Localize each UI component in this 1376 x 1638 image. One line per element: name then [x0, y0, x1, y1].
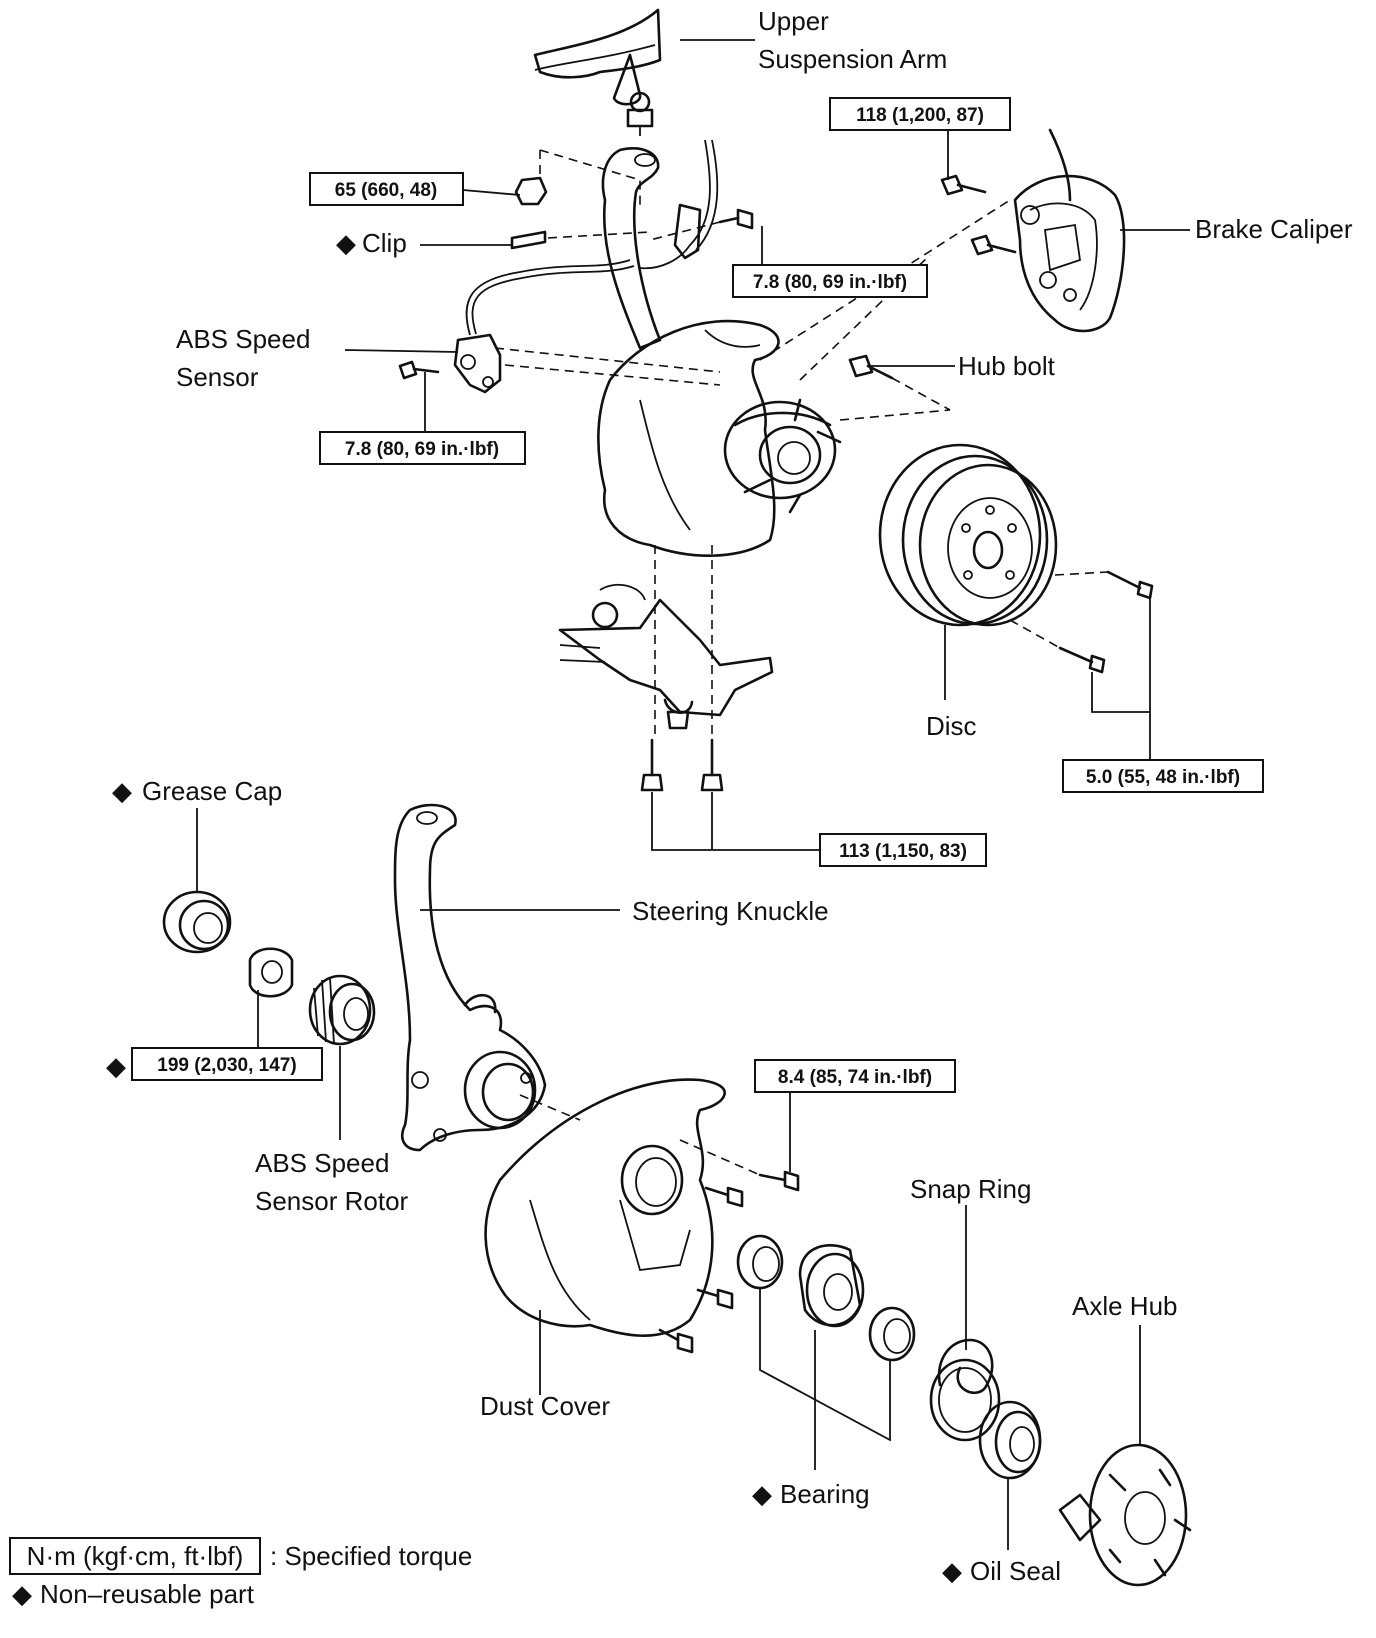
torque-lower-arm-bolt: 113 (1,150, 83)	[839, 841, 967, 862]
grease-cap-part	[162, 890, 232, 954]
axle-hub-part	[1058, 1443, 1192, 1587]
lower-arm-bolts	[640, 738, 724, 792]
bearing-part	[798, 1244, 865, 1328]
snap-ring-part	[929, 1338, 1001, 1442]
inner-seal-part	[736, 1234, 784, 1290]
disc-screws	[1058, 570, 1154, 674]
abs-sensor-bolt	[398, 360, 440, 380]
label-brake-caliper: Brake Caliper	[1195, 214, 1353, 244]
dust-cover-part	[484, 1078, 726, 1337]
label-bearing: Bearing	[780, 1479, 870, 1509]
label-abs-speed-sensor-rotor-line2: Sensor Rotor	[255, 1186, 409, 1216]
torque-sensor-clamp-bolt: 7.8 (80, 69 in.·lbf)	[753, 272, 907, 293]
label-snap-ring: Snap Ring	[910, 1174, 1031, 1204]
lower-arm-assembly	[558, 583, 774, 730]
torque-caliper-bolt: 118 (1,200, 87)	[856, 105, 984, 126]
torque-upper-arm-nut: 65 (660, 48)	[335, 180, 437, 201]
clip-part	[510, 230, 547, 250]
legend: N·m (kgf·cm, ft·lbf) : Specified torque …	[9, 1537, 472, 1609]
label-dust-cover: Dust Cover	[480, 1391, 610, 1421]
label-upper-suspension-arm-line2: Suspension Arm	[758, 44, 947, 74]
steering-knuckle-assembled	[597, 147, 842, 557]
legend-unit-box: N·m (kgf·cm, ft·lbf)	[27, 1541, 244, 1571]
legend-unit-desc: : Specified torque	[270, 1541, 472, 1571]
torque-hub-nut: 199 (2,030, 147)	[157, 1055, 296, 1076]
torque-specs: 118 (1,200, 87) 65 (660, 48) 7.8 (80, 69…	[131, 97, 1264, 1093]
label-disc: Disc	[926, 711, 977, 741]
hub-nut-part	[248, 947, 294, 998]
label-abs-speed-sensor-line1: ABS Speed	[176, 324, 310, 354]
torque-abs-sensor-bolt: 7.8 (80, 69 in.·lbf)	[345, 439, 499, 460]
brake-caliper-part	[1013, 128, 1126, 333]
caliper-bolts	[940, 174, 1017, 256]
disc-part	[878, 443, 1058, 627]
label-abs-speed-sensor-rotor-line1: ABS Speed	[255, 1148, 389, 1178]
abs-sensor-wire	[465, 139, 719, 336]
non-reusable-marker-grease-cap: ◆	[112, 776, 132, 806]
inner-race-part	[868, 1306, 916, 1362]
abs-sensor-rotor-part	[308, 974, 376, 1046]
label-abs-speed-sensor-line2: Sensor	[176, 362, 259, 392]
hub-bolt-part	[848, 354, 894, 380]
label-grease-cap: Grease Cap	[142, 776, 282, 806]
leader-lines	[196, 39, 1190, 1550]
label-oil-seal: Oil Seal	[970, 1556, 1061, 1586]
oil-seal-part	[978, 1400, 1042, 1480]
legend-non-reusable-marker: ◆	[12, 1579, 32, 1609]
label-steering-knuckle: Steering Knuckle	[632, 896, 829, 926]
assembly-lines	[494, 149, 1109, 1176]
label-upper-suspension-arm-line1: Upper	[758, 6, 829, 36]
non-reusable-marker-clip: ◆	[336, 228, 356, 258]
upper-arm-nut	[514, 176, 548, 206]
torque-disc-bolt: 5.0 (55, 48 in.·lbf)	[1086, 767, 1240, 788]
torque-dust-cover-bolt: 8.4 (85, 74 in.·lbf)	[778, 1067, 932, 1088]
non-reusable-marker-bearing: ◆	[752, 1479, 772, 1509]
steering-knuckle-part	[393, 803, 547, 1152]
label-axle-hub: Axle Hub	[1072, 1291, 1178, 1321]
dust-cover-bolts	[658, 1170, 800, 1354]
abs-speed-sensor	[453, 333, 502, 394]
legend-non-reusable: Non–reusable part	[40, 1579, 255, 1609]
non-reusable-marker-hub-nut: ◆	[106, 1051, 126, 1081]
sensor-clamp-bolt	[718, 208, 754, 230]
label-hub-bolt: Hub bolt	[958, 351, 1056, 381]
upper-suspension-arm	[533, 8, 662, 136]
part-labels: Upper Suspension Arm ◆ Clip Brake Calipe…	[106, 6, 1353, 1586]
non-reusable-marker-oil-seal: ◆	[942, 1556, 962, 1586]
label-clip: Clip	[362, 228, 407, 258]
